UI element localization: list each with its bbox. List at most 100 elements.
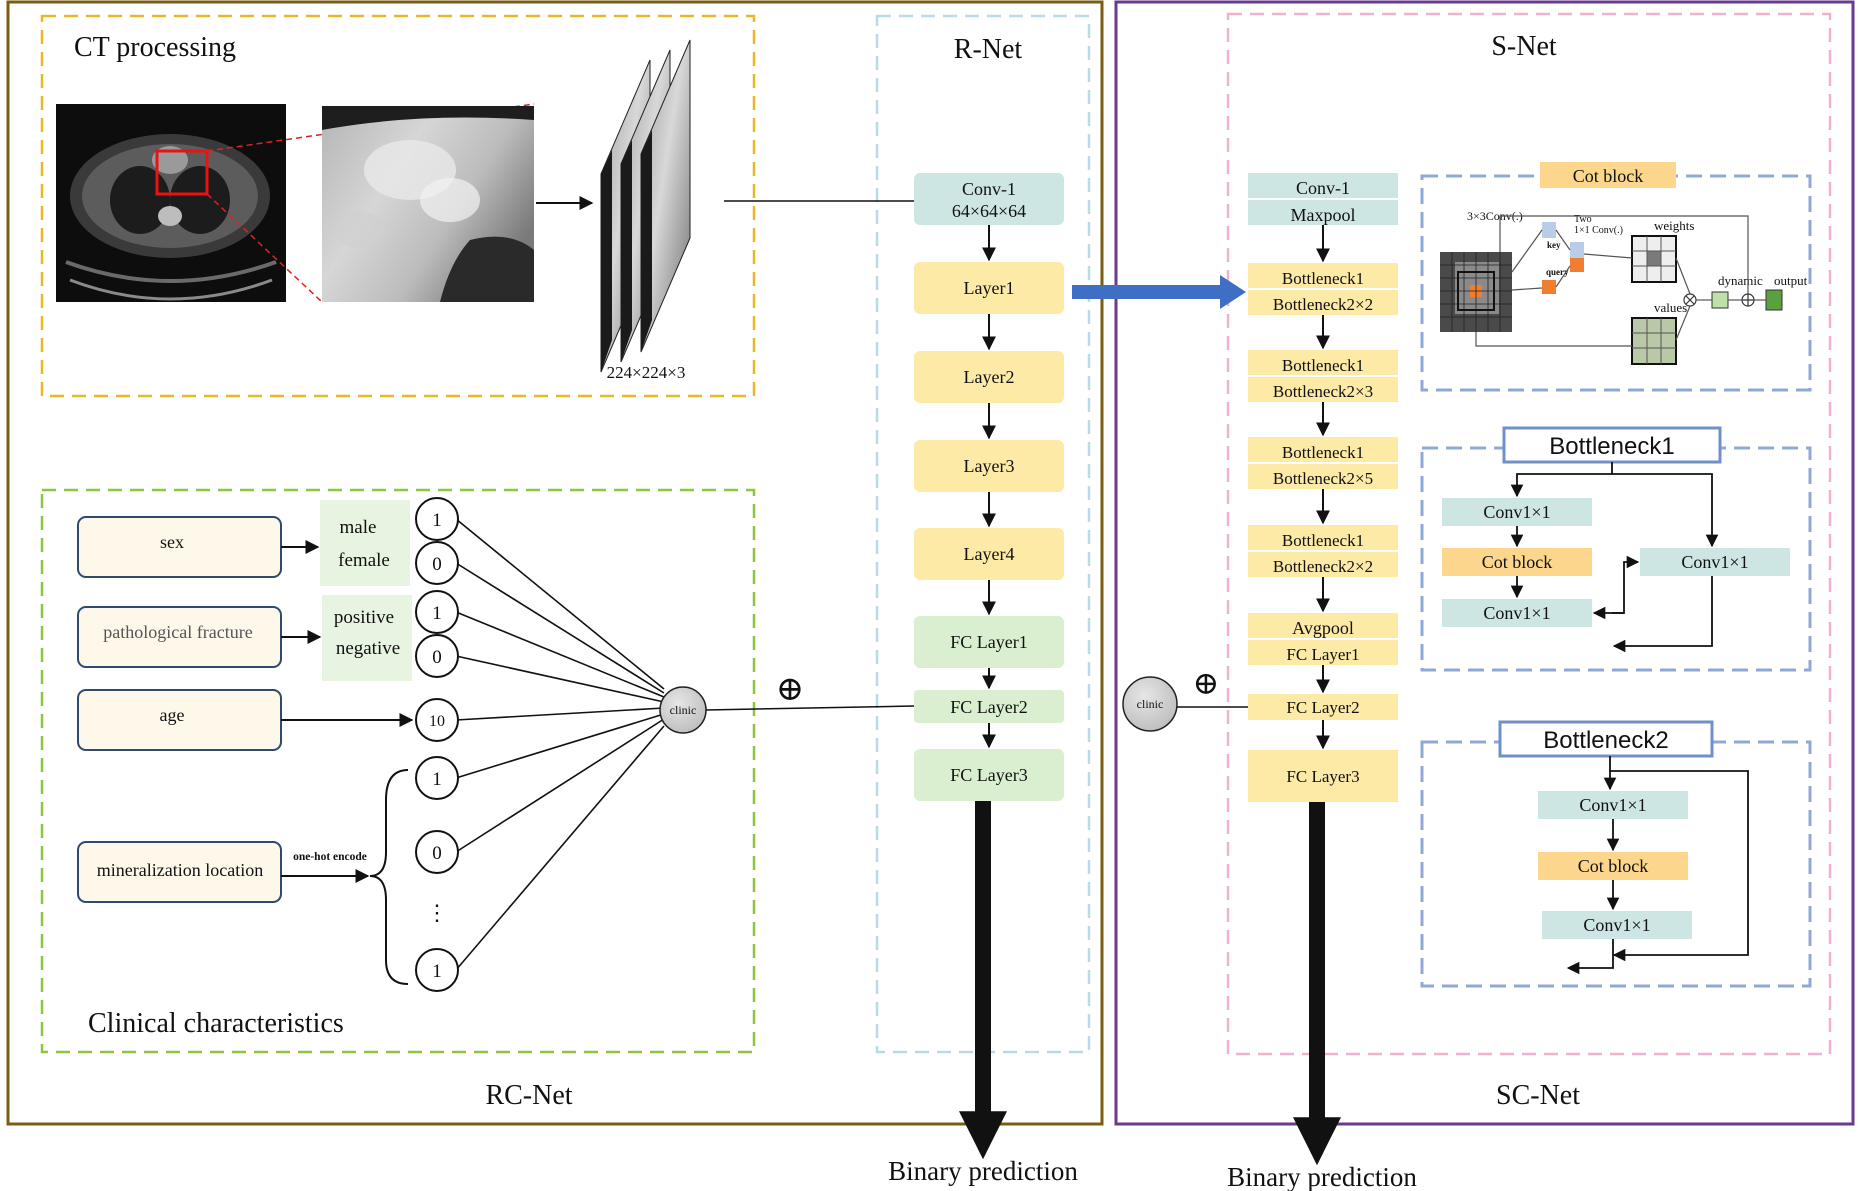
cot-diagram (1440, 215, 1783, 365)
s-net-fc2-label: FC Layer2 (1286, 698, 1359, 717)
bottleneck1-arrows (1510, 462, 1719, 653)
code-location-ellipsis: ⋮ (426, 900, 448, 925)
r-net-layer2-label: Layer2 (964, 367, 1015, 387)
s-net-stage-4-b: Bottleneck2×2 (1273, 557, 1373, 576)
r-net-layer3 (914, 440, 1064, 492)
bottleneck2-conv-b-label: Conv1×1 (1583, 915, 1650, 935)
feature-age-label: age (160, 705, 185, 725)
feature-sex: sex (77, 516, 282, 578)
cot-weights-label: weights (1654, 218, 1694, 233)
sc-net-label: SC-Net (1496, 1080, 1580, 1111)
bottleneck1-conv-a-label: Conv1×1 (1483, 502, 1550, 522)
one-hot-brace (369, 769, 409, 985)
bottleneck1-conv-a (1442, 498, 1592, 526)
clinic-node-sc-label: clinic (1137, 697, 1164, 711)
clinical-panel (40, 488, 756, 1054)
r-net-layer3-label: Layer3 (964, 456, 1015, 476)
concat-symbol-rc: ⊕ (776, 671, 805, 708)
ct-scan-image (56, 104, 286, 302)
cot-values-label: values (1654, 300, 1687, 315)
s-net-stage-4-a: Bottleneck1 (1282, 531, 1364, 550)
cot-two-conv-label: 1×1 Conv(.) (1574, 225, 1623, 236)
concat-symbol-sc: ⊕ (1193, 665, 1220, 701)
s-net-fc2 (1248, 694, 1398, 720)
sex-value-male: male (340, 517, 377, 538)
code-location-0: 0 (432, 843, 442, 864)
bottleneck2-title-box (1498, 720, 1714, 758)
s-net-stage-1-a: Bottleneck1 (1282, 269, 1364, 288)
r-net-layer1 (914, 262, 1064, 314)
s-net-conv1-label: Conv-1 (1296, 178, 1350, 198)
s-net-stage-3 (1248, 437, 1398, 489)
code-circles (415, 497, 665, 992)
r-net-fc2 (914, 690, 1064, 723)
bottleneck2-cot-label: Cot block (1578, 856, 1649, 876)
feature-sex-label: sex (160, 532, 184, 552)
s-net-head (1248, 613, 1398, 665)
r-net-conv1-label: Conv-1 (962, 179, 1016, 199)
r-net-conv1-size: 64×64×64 (952, 201, 1026, 221)
clinic-node-rc-label: clinic (670, 703, 697, 717)
r-net-fc3 (914, 749, 1064, 801)
sex-value-female: female (338, 550, 390, 571)
clinic-to-fc2-line (705, 705, 915, 711)
cot-dynamic-label: dynamic (1718, 273, 1763, 288)
r-net-layer1-label: Layer1 (964, 278, 1015, 298)
s-net-stage-1 (1248, 263, 1398, 315)
s-net-maxpool-label: Maxpool (1291, 205, 1356, 225)
one-hot-encode-label: one-hot encode (293, 851, 367, 863)
code-location-1: 1 (432, 769, 442, 790)
ct-processing-title: CT processing (74, 32, 236, 63)
r-net-conv1-block (914, 173, 1064, 225)
rc-net-label: RC-Net (485, 1080, 572, 1111)
feature-location: mineralization location (77, 841, 282, 903)
s-net-fc3-label: FC Layer3 (1286, 767, 1359, 786)
feature-fracture: pathological fracture (77, 606, 282, 668)
code-age: 10 (429, 713, 445, 730)
fracture-values-box (322, 595, 412, 681)
bottleneck1-shortcut-label: Conv1×1 (1681, 552, 1748, 572)
cot-output-label: output (1774, 273, 1808, 288)
s-net-stage-2-a: Bottleneck1 (1282, 356, 1364, 375)
r-net-fc2-label: FC Layer2 (950, 697, 1027, 717)
rc-net-panel (6, 0, 1104, 1126)
bottleneck1-cot-label: Cot block (1482, 552, 1553, 572)
bottleneck2-title: Bottleneck2 (1543, 727, 1668, 754)
bottleneck2-conv-a (1538, 791, 1688, 819)
sc-net-panel (1114, 0, 1855, 1126)
r-net-layer2 (914, 351, 1064, 403)
r-net-layer4 (914, 528, 1064, 580)
bottleneck1-shortcut (1640, 548, 1790, 576)
fracture-value-negative: negative (336, 638, 400, 659)
fracture-value-positive: positive (334, 607, 394, 628)
s-net-stage-3-b: Bottleneck2×5 (1273, 469, 1373, 488)
s-net-output-label: Binary prediction (1227, 1162, 1417, 1191)
zoom-guide-bottom (206, 193, 323, 303)
transfer-arrow (1072, 275, 1246, 309)
ct-size-label: 224×224×3 (607, 363, 686, 382)
sex-values-box (320, 500, 410, 586)
s-net-stage-1-b: Bottleneck2×2 (1273, 295, 1373, 314)
r-net-fc3-label: FC Layer3 (950, 765, 1027, 785)
ct-processing-panel (40, 14, 756, 398)
feature-location-label: mineralization location (97, 860, 263, 880)
cot-conv-label: 3×3Conv(.) (1467, 209, 1523, 223)
code-sex-1: 1 (432, 510, 442, 531)
r-net-output-label: Binary prediction (888, 1156, 1078, 1186)
s-net-panel (1226, 12, 1832, 1056)
s-net-fc1-label: FC Layer1 (1286, 645, 1359, 664)
code-fracture-0: 0 (432, 647, 442, 668)
cot-block-title-box (1540, 162, 1676, 188)
cot-query-label: query (1546, 267, 1569, 277)
bottleneck2-arrows (1566, 756, 1749, 975)
code-location-n: 1 (432, 961, 442, 982)
feature-age: age (77, 689, 282, 751)
clinical-title: Clinical characteristics (88, 1008, 344, 1039)
cot-two-label: Two (1574, 214, 1592, 225)
bottleneck2-conv-b (1542, 911, 1692, 939)
s-net-stage-4 (1248, 525, 1398, 577)
r-net-title: R-Net (954, 34, 1023, 65)
s-net-avgpool-label: Avgpool (1292, 618, 1354, 638)
feature-fracture-label: pathological fracture (103, 622, 252, 642)
cot-block-title: Cot block (1573, 166, 1644, 186)
